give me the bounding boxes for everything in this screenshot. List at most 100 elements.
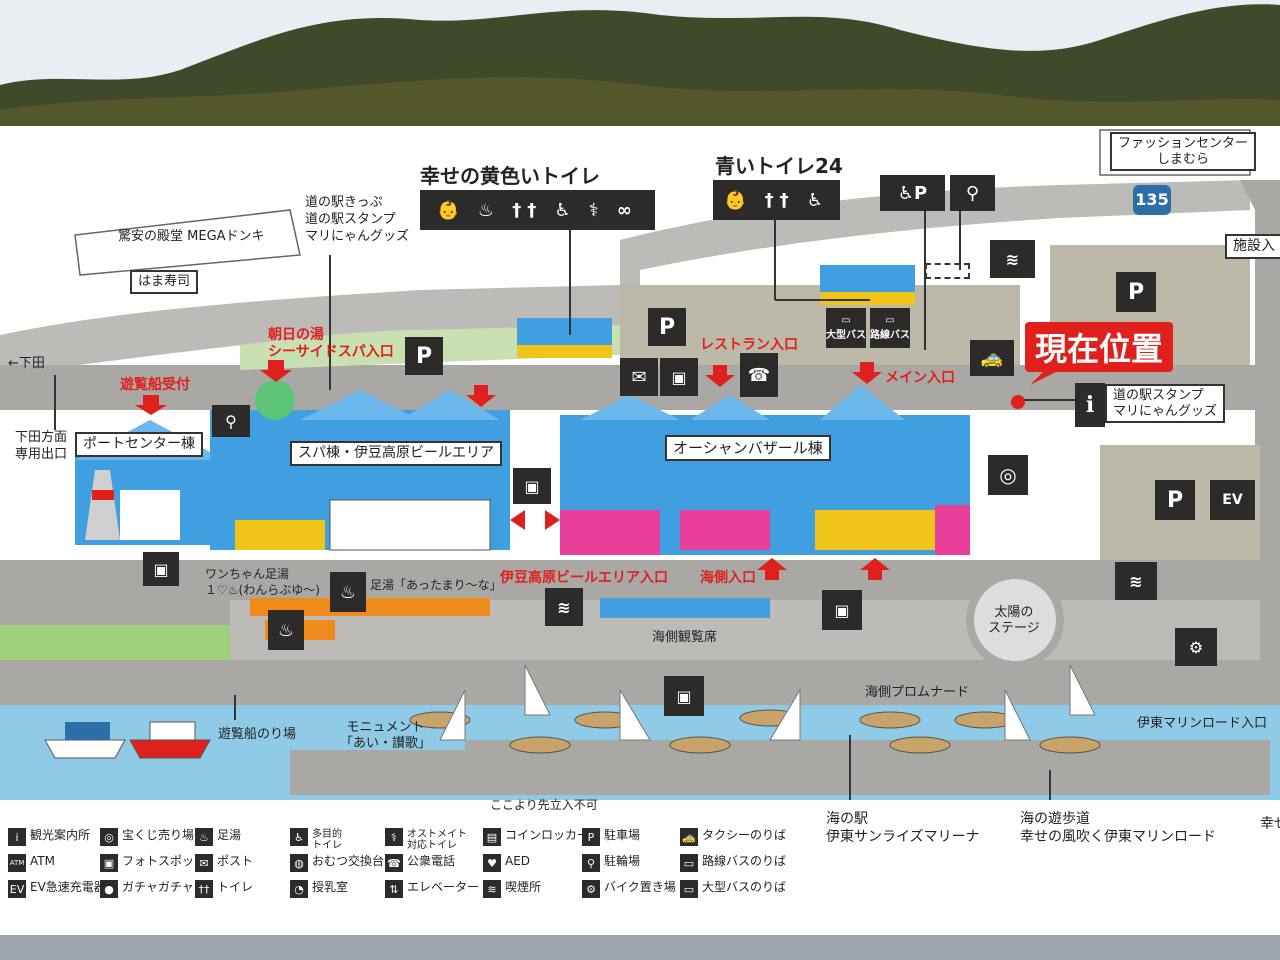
legend-label-14: エレベーター: [407, 880, 480, 894]
post-icon: ✉: [620, 358, 658, 396]
legend-label-18: 駐車場: [604, 828, 641, 842]
photo-spot-icon-4: ▣: [822, 590, 862, 630]
legend-icon-22: ▭: [680, 854, 698, 872]
foot-bath-label: 足湯「あったまり～な」: [370, 578, 502, 592]
ev-charger-icon: EV: [1210, 480, 1255, 520]
photo-spot-icon-5: ▣: [664, 676, 704, 716]
boats: [409, 709, 1101, 754]
motorbike-icon: ⚙: [1175, 628, 1217, 666]
grass-left: [0, 625, 230, 660]
main-entrance-label: メイン入口: [885, 370, 955, 386]
legend-icon-10: ◍: [290, 854, 308, 872]
legend-icon-5: ●: [100, 880, 118, 898]
parking-icon-3: P: [1116, 272, 1156, 312]
legend-icon-18: P: [582, 828, 600, 846]
shimoda-direction: ←下田: [8, 356, 45, 371]
legend-icon-1: ATM: [8, 854, 26, 872]
toilet-buildings: [517, 265, 915, 358]
dog-foot-bath-label: ワンちゃん足湯 １♡♨(わんらぶゆ～): [205, 567, 320, 597]
asahi-spa-entrance-label: 朝日の湯 シーサイドスパ入口: [268, 327, 394, 360]
yellow-toilet-icons: 👶 ♨ †† ♿ ⚕ ∞: [420, 190, 655, 230]
ferry-pier-label: 遊覧船のり場: [218, 727, 297, 742]
blue-toilet-title: 青いトイレ24: [715, 154, 843, 178]
legend-label-4: フォトスポット: [122, 854, 207, 868]
legend-label-21: タクシーのりば: [702, 828, 787, 842]
legend-label-12: オストメイト 対応トイレ: [407, 829, 467, 851]
photo-spot-icon-3: ▣: [143, 552, 179, 586]
legend-label-3: 宝くじ売り場: [122, 828, 195, 842]
legend-icon-17: ≋: [483, 880, 501, 898]
route-bus-label: 路線バス: [870, 330, 910, 341]
leader-lines: [54, 210, 1080, 800]
info-icon: i: [1075, 383, 1105, 427]
sun-stage-circle: [966, 571, 1064, 669]
legend-icon-2: EV: [8, 880, 26, 898]
pier: [465, 740, 1270, 795]
legend-label-15: コインロッカー: [505, 828, 590, 842]
foot-bath-strip: [250, 598, 490, 616]
legend-icon-0: i: [8, 828, 26, 846]
red-arrows: [135, 360, 890, 580]
parking-icon-4: P: [1155, 480, 1195, 520]
legend-label-9: 多目的 トイレ: [312, 829, 342, 851]
legend-icon-15: ▤: [483, 828, 501, 846]
legend-icon-12: ⚕: [385, 828, 403, 846]
legend-label-22: 路線バスのりば: [702, 854, 787, 868]
promenade2-label: 海の遊歩道 幸せの風吹く伊東マリンロード: [1020, 811, 1216, 846]
legend-icon-9: ♿: [290, 828, 308, 846]
bicycle-icon: ⚲: [950, 175, 995, 211]
promenade-label: 海側プロムナード: [865, 685, 970, 700]
sea-side-entrance-label: 海側入口: [700, 570, 756, 586]
sails: [439, 664, 1096, 741]
smoking-icon: ≋: [990, 240, 1035, 278]
yellow-toilet-title: 幸せの黄色いトイレ: [420, 164, 600, 188]
legend-icon-14: ⇅: [385, 880, 403, 898]
megadonki-lot: [74, 209, 301, 276]
spa-building-label: スパ棟・伊豆高原ビールエリア: [290, 441, 502, 466]
megadonki-label: 驚安の殿堂 MEGAドンキ: [118, 229, 265, 244]
ferry-reception-label: 遊覧船受付: [120, 377, 190, 393]
bazaar-building-label: オーシャンバザール棟: [665, 435, 831, 461]
legend-icon-4: ▣: [100, 854, 118, 872]
legend-label-10: おむつ交換台: [312, 854, 385, 868]
legend-icon-8: ††: [195, 880, 213, 898]
current-position-dot: [1011, 395, 1025, 409]
spa-building: [210, 380, 510, 551]
legend-label-23: 大型バスのりば: [702, 880, 787, 894]
ferry-ships: [44, 721, 211, 759]
izu-beer-entrance-label: 伊豆高原ビールエリア入口: [500, 570, 668, 586]
facility-entrance-label: 施設入: [1225, 234, 1280, 259]
phone-icon: ☎: [740, 353, 778, 397]
legend-label-6: 足湯: [217, 828, 242, 842]
taxi-icon: 🚕: [970, 340, 1014, 376]
route-bus-icon: ▭路線バス: [870, 308, 910, 348]
fashion-center-label: ファッションセンター しまむら: [1110, 132, 1257, 172]
edge-label: 幸せ: [1260, 816, 1280, 832]
legend-label-7: ポスト: [217, 854, 254, 868]
legend-label-19: 駐輪場: [604, 854, 641, 868]
no-entry-label: ここより先立入不可: [490, 798, 598, 812]
legend-icon-11: ◔: [290, 880, 308, 898]
large-bus-icon: ▭大型バス: [826, 308, 866, 348]
large-bus-label: 大型バス: [826, 330, 866, 341]
parking-icon-1: P: [405, 337, 443, 375]
upper-road: [0, 180, 1250, 375]
monument-label: モニュメント 「あい・讃歌」: [340, 720, 432, 751]
stamp-label: 道の駅スタンプ マリにゃんグッズ: [1105, 384, 1226, 424]
legend-icon-7: ✉: [195, 854, 213, 872]
legend-icon-20: ⚙: [582, 880, 600, 898]
photo-spot-icon: ▣: [660, 358, 698, 396]
port-center-label: ポートセンター棟: [75, 432, 203, 457]
photo-spot-icon-2: ▣: [513, 468, 551, 504]
station-label: 海の駅 伊東サンライズマリーナ: [826, 811, 980, 846]
legend-label-8: トイレ: [217, 880, 254, 894]
bike-parking-area: [925, 263, 970, 279]
ocean-seat-label: 海側観覧席: [652, 630, 718, 645]
bazaar-building: [560, 385, 970, 555]
smoking-icon-3: ≋: [1115, 562, 1157, 600]
legend-label-13: 公衆電話: [407, 854, 456, 868]
ground: [0, 935, 1280, 960]
legend-icon-16: ♥: [483, 854, 501, 872]
